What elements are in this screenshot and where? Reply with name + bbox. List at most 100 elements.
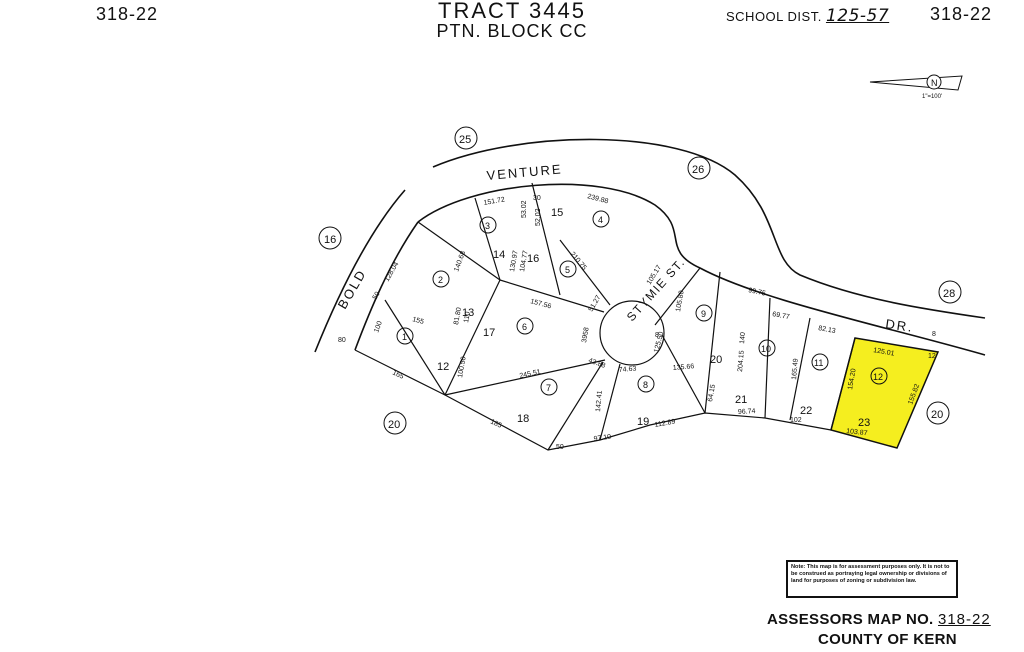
lot-number: 21: [735, 394, 747, 406]
street-venture: VENTURE: [486, 161, 563, 183]
dimension: 112.89: [654, 418, 676, 429]
dimension: 99.75: [748, 287, 767, 298]
dimension: 239.88: [586, 193, 609, 205]
north-arrow-scale: 1"=100': [922, 94, 942, 100]
dimension: 204.15: [737, 350, 746, 372]
dimension: 12: [928, 353, 936, 360]
tract-subtitle: PTN. BLOCK CC: [436, 21, 588, 41]
dimension: 165: [391, 369, 405, 380]
parcel-number[interactable]: 3: [485, 221, 490, 231]
lot-number: 13: [462, 307, 474, 319]
dimension: 8: [932, 331, 936, 338]
parcel-number[interactable]: 1: [402, 332, 407, 342]
dimension: 96.74: [738, 408, 756, 416]
parcel-number[interactable]: 10: [761, 344, 771, 354]
tract-title: TRACT 3445: [438, 0, 586, 23]
dimension: 155: [411, 316, 424, 326]
dimension: 100.50: [457, 356, 468, 378]
assessors-map-number: ASSESSORS MAP NO. 318-22: [767, 611, 991, 628]
dimension: 50: [372, 291, 382, 301]
parcel-number[interactable]: 8: [643, 380, 648, 390]
north-arrow-symbol: N: [931, 78, 938, 88]
dimension: 165.49: [791, 358, 800, 380]
lot-number: 16: [527, 253, 539, 265]
parcel-number[interactable]: 12: [873, 372, 883, 382]
dimension: 125.01: [873, 347, 895, 358]
dimension: 151.72: [483, 196, 505, 207]
dimension: 80: [338, 337, 346, 344]
school-district: SCHOOL DIST. 125-57: [726, 6, 889, 26]
lot-numbers: 12 13 14 15 16 17 18 19 20 21 22 23: [437, 207, 870, 429]
dimension: 51.27: [588, 294, 603, 313]
parcel-number[interactable]: 7: [546, 383, 551, 393]
dimension: 43.88: [587, 357, 606, 370]
lot-number: 14: [493, 249, 505, 261]
adjoining-page[interactable]: 25: [459, 134, 471, 146]
dimension: 53.02: [521, 200, 528, 218]
dimension-labels: 239.88 151.72 30 53.02 52.02 128.04 140.…: [338, 193, 936, 451]
lot-number: 22: [800, 405, 812, 417]
dimension: 135.66: [673, 363, 695, 372]
assessors-map-value: 318-22: [938, 611, 991, 628]
dimension: 104.77: [519, 250, 530, 272]
lot-number: 17: [483, 327, 495, 339]
assessors-map-label: ASSESSORS MAP NO.: [767, 611, 934, 628]
adjoining-page[interactable]: 20: [931, 409, 943, 421]
parcel-markers: 1 2 3 4 5 6 7 8 9 10 11 12: [396, 210, 888, 396]
dimension: 97.10: [593, 434, 611, 443]
parcel-number[interactable]: 4: [598, 215, 603, 225]
parcel-number[interactable]: 6: [522, 322, 527, 332]
dimension: 81.80: [453, 307, 463, 326]
street-lines: [314, 138, 986, 356]
dimension: 100: [373, 320, 384, 333]
lot-number: 19: [637, 416, 649, 428]
street-bold: BOLD: [335, 266, 370, 311]
lot-number: 12: [437, 361, 449, 373]
school-district-value: 125-57: [825, 6, 890, 26]
dimension: 154.20: [847, 368, 858, 390]
dimension: 157.56: [529, 298, 552, 310]
dimension: 142.41: [595, 390, 604, 412]
dimension: 64.15: [707, 384, 717, 403]
dimension: 110: [463, 311, 472, 323]
dimension: 103.87: [846, 428, 868, 437]
dimension: 140.68: [453, 250, 467, 273]
adjoining-page[interactable]: 16: [324, 234, 336, 246]
dimension: 50: [556, 444, 564, 451]
map-number-left: 318-22: [96, 4, 159, 24]
note-box: Note: This map is for assessment purpose…: [786, 560, 958, 598]
dimension: 82.13: [818, 325, 837, 335]
dimension: 8: [655, 332, 659, 339]
school-district-label: SCHOOL DIST.: [726, 9, 822, 24]
map-number-right: 318-22: [930, 4, 993, 24]
lot-number: 15: [551, 207, 563, 219]
lot-number: 20: [710, 354, 722, 366]
parcel-number[interactable]: 2: [438, 275, 443, 285]
dimension: 30: [533, 195, 541, 202]
street-dr: DR.: [885, 316, 915, 335]
adjoining-page[interactable]: 28: [943, 288, 955, 300]
adjoining-page-markers: 25 26 16 28 20 20: [318, 126, 962, 435]
dimension: 3958: [581, 327, 591, 344]
dimension: 245.51: [519, 369, 542, 380]
lot-number: 23: [858, 417, 870, 429]
adjoining-page[interactable]: 20: [388, 419, 400, 431]
parcel-number[interactable]: 9: [701, 309, 706, 319]
dimension: 105.80: [675, 290, 686, 312]
dimension: 52.02: [535, 208, 542, 226]
dimension: 128.04: [384, 261, 401, 283]
north-arrow: N 1"=100': [869, 74, 963, 100]
dimension: 69.77: [772, 311, 791, 321]
dimension: 130.97: [509, 250, 520, 272]
dimension: 140: [739, 332, 747, 344]
dimension: 185: [489, 418, 503, 429]
lot-number: 18: [517, 413, 529, 425]
parcel-number[interactable]: 11: [814, 358, 823, 368]
lot-lines: [354, 182, 856, 451]
county-name: COUNTY OF KERN: [818, 631, 957, 648]
dimension: 102: [790, 417, 802, 424]
dimension: 74.63: [619, 365, 637, 374]
adjoining-page[interactable]: 26: [692, 164, 704, 176]
parcel-number[interactable]: 5: [565, 265, 570, 275]
